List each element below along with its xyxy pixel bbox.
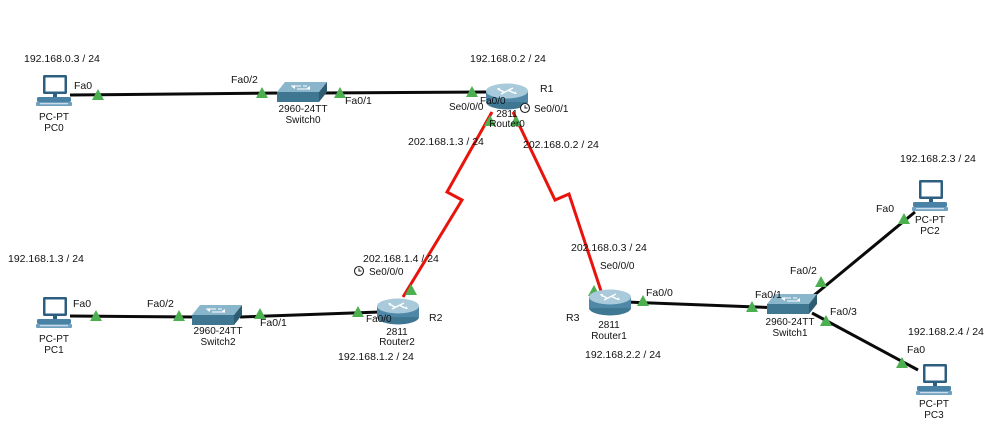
r1-model: 2811	[496, 109, 518, 120]
pc0-name: PC0	[44, 123, 64, 134]
pc3-name: PC3	[924, 410, 944, 421]
switch2-port-b: Fa0/1	[260, 317, 287, 329]
r1-port-se0: Se0/0/0	[449, 102, 484, 113]
clock-icon	[353, 265, 365, 277]
switch1-port-in: Fa0/1	[755, 289, 782, 301]
link-r3-switch1	[624, 300, 784, 310]
r2-model: 2811	[386, 327, 408, 338]
r2-lan-ip: 192.168.1.2 / 24	[338, 351, 414, 363]
pc3-port: Fa0	[907, 344, 925, 356]
switch0-icon[interactable]	[277, 82, 327, 102]
pc0-ip: 192.168.0.3 / 24	[24, 53, 100, 65]
r3-port-fa: Fa0/0	[646, 287, 673, 299]
pc0-port: Fa0	[74, 80, 92, 92]
r2-port-fa: Fa0/0	[366, 314, 392, 325]
switch2-port-a: Fa0/2	[147, 298, 174, 310]
pc3-icon[interactable]	[916, 364, 952, 395]
r1-lan-ip: 192.168.0.2 / 24	[470, 53, 546, 65]
link-switch0-r1	[319, 90, 489, 95]
pc1-ip: 192.168.1.3 / 24	[8, 253, 84, 265]
link-r1-r2-serial	[401, 111, 494, 298]
r3-name: Router1	[591, 331, 627, 342]
switch0-model: 2960-24TT	[279, 104, 328, 115]
r2-label: R2	[429, 312, 443, 324]
pc1-icon[interactable]	[36, 297, 72, 328]
r1-se0-ip: 202.168.1.3 / 24	[408, 136, 484, 148]
pc2-port: Fa0	[876, 203, 894, 215]
r3-port-se: Se0/0/0	[600, 261, 635, 272]
link-pc0-switch0	[69, 91, 281, 97]
switch1-name: Switch1	[772, 328, 807, 339]
pc3-type: PC-PT	[919, 399, 949, 410]
switch2-model: 2960-24TT	[194, 326, 243, 337]
pc2-ip: 192.168.2.3 / 24	[900, 153, 976, 165]
switch0-name: Switch0	[285, 115, 320, 126]
switch1-model: 2960-24TT	[766, 317, 815, 328]
pc3-ip: 192.168.2.4 / 24	[908, 326, 984, 338]
switch0-port-b: Fa0/1	[345, 95, 372, 107]
pc2-icon[interactable]	[912, 180, 948, 211]
router-r3-icon[interactable]	[588, 288, 632, 316]
link-r1-r3-serial	[511, 111, 605, 298]
pc2-name: PC2	[920, 226, 940, 237]
switch1-port-pc3: Fa0/3	[830, 306, 857, 318]
clock-icon	[519, 102, 531, 114]
r2-name: Router2	[379, 337, 415, 348]
port-indicators	[90, 86, 910, 368]
r1-name: Router0	[489, 119, 525, 130]
switch2-icon[interactable]	[192, 305, 242, 325]
pc1-type: PC-PT	[39, 334, 69, 345]
r1-se1-ip: 202.168.0.2 / 24	[523, 139, 599, 151]
r1-label: R1	[540, 83, 554, 95]
r3-label: R3	[566, 312, 580, 324]
switch0-port-a: Fa0/2	[231, 74, 258, 86]
pc1-name: PC1	[44, 345, 64, 356]
switch1-port-pc2: Fa0/2	[790, 265, 817, 277]
r3-model: 2811	[598, 320, 620, 331]
r1-port-se1: Se0/0/1	[534, 104, 569, 115]
r1-port-fa: Fa0/0	[480, 96, 506, 107]
pc2-type: PC-PT	[915, 215, 945, 226]
link-switch1-pc2	[811, 210, 916, 299]
switch2-name: Switch2	[200, 337, 235, 348]
pc0-icon[interactable]	[36, 75, 72, 106]
r3-wan-ip: 202.168.0.3 / 24	[571, 242, 647, 254]
r2-wan-ip: 202.168.1.4 / 24	[363, 253, 439, 265]
r3-lan-ip: 192.168.2.2 / 24	[585, 349, 661, 361]
pc1-port: Fa0	[73, 298, 91, 310]
pc0-type: PC-PT	[39, 112, 69, 123]
r2-port-se: Se0/0/0	[369, 267, 404, 278]
